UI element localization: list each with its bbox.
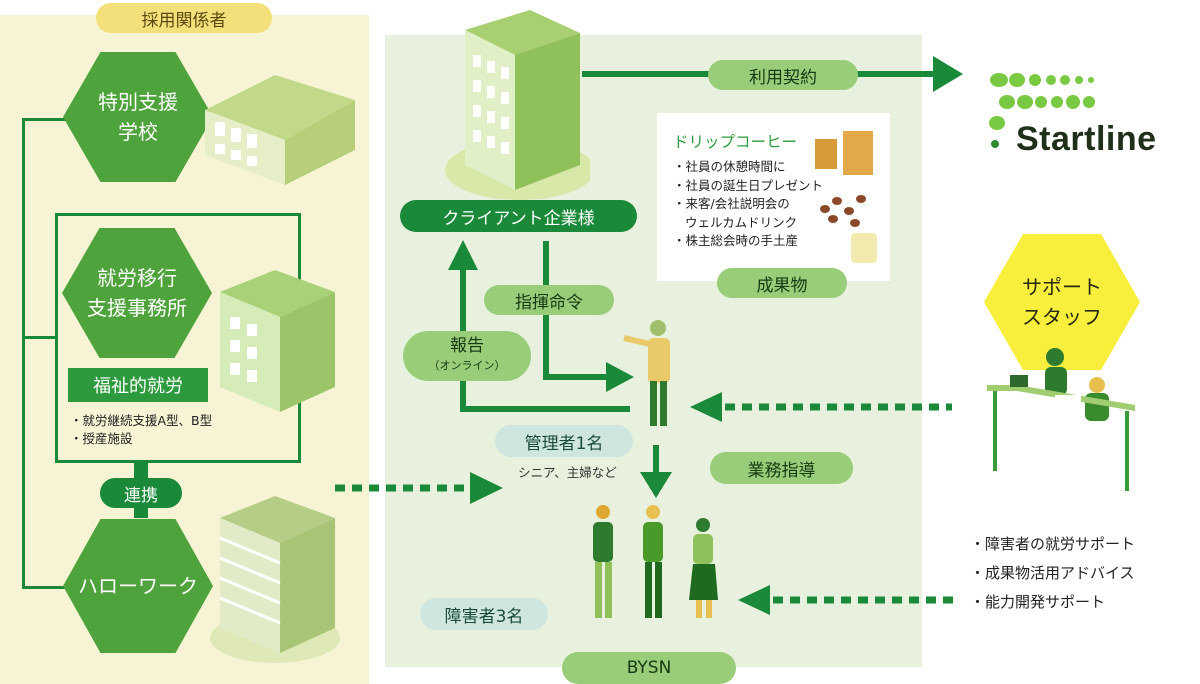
dotted-arrow-cooperation <box>335 472 503 504</box>
bysn-label: BYSN <box>562 652 736 684</box>
guidance-label: 業務指導 <box>710 452 853 484</box>
hellowork-label: ハローワーク <box>78 574 198 598</box>
coffee-products-illustration <box>815 131 877 263</box>
support-staff-desk-illustration <box>987 348 1135 491</box>
dotted-arrow-to-workers <box>738 585 955 615</box>
cooperation-label: 連携 <box>100 478 182 508</box>
guidance-arrow-line <box>653 445 659 475</box>
left-connector-line <box>22 118 25 588</box>
coffee-bullet-5: ・株主総会時の手土産 <box>673 233 799 248</box>
welfare-bullet-2: ・授産施設 <box>70 431 133 446</box>
manager-sublabel: シニア、主婦など <box>518 465 617 480</box>
school-building-illustration <box>205 75 355 185</box>
command-arrowhead <box>606 362 634 392</box>
command-label: 指揮命令 <box>484 285 614 315</box>
dotted-arrow-to-manager <box>690 392 952 422</box>
command-arrow-horizontal <box>543 374 608 380</box>
connector-office <box>22 336 56 339</box>
coffee-bullet-1: ・社員の休憩時間に <box>673 159 786 174</box>
hellowork-building-illustration <box>210 496 340 663</box>
manager-label: 管理者1名 <box>495 425 633 457</box>
coffee-bullet-4: ウェルカムドリンク <box>685 214 798 230</box>
welfare-bullet-1: ・就労継続支援A型、B型 <box>70 413 213 428</box>
contract-label: 利用契約 <box>708 60 858 90</box>
welfare-label: 福祉的就労 <box>68 368 208 402</box>
special-school-label-1: 特別支援 <box>98 90 178 114</box>
client-label: クライアント企業様 <box>400 200 637 232</box>
report-arrowhead <box>448 240 478 270</box>
client-building-illustration <box>445 10 590 200</box>
report-label: 報告 <box>450 336 484 356</box>
coffee-title: ドリップコーヒー <box>673 133 798 151</box>
transition-office-label-2: 支援事務所 <box>87 296 187 320</box>
deliverable-label: 成果物 <box>717 268 847 298</box>
startline-logo-dots <box>989 73 1095 148</box>
report-arrow-horizontal <box>460 406 630 412</box>
coffee-bullet-2: ・社員の誕生日プレゼント <box>673 177 824 193</box>
support-bullet-2: ・成果物活用アドバイス <box>970 564 1135 582</box>
connector-school <box>22 118 67 121</box>
support-bullet-3: ・能力開発サポート <box>970 593 1106 611</box>
connector-hellowork <box>22 586 67 589</box>
transition-office-label-1: 就労移行 <box>97 266 177 290</box>
special-school-label-2: 学校 <box>118 120 158 144</box>
office-building-illustration <box>220 270 335 412</box>
support-bullets: ・障害者の就労サポート ・成果物活用アドバイス ・能力開発サポート <box>970 530 1135 617</box>
manager-figure <box>623 320 670 426</box>
recruiting-header: 採用関係者 <box>96 3 272 33</box>
startline-logo-text: Startline <box>1016 120 1157 158</box>
contract-arrowhead <box>933 56 963 92</box>
support-bullet-1: ・障害者の就労サポート <box>970 535 1136 553</box>
coffee-bullet-3: ・来客/会社説明会の <box>673 196 790 211</box>
report-label-pill: 報告 （オンライン） <box>403 331 531 381</box>
support-staff-label-1: サポート <box>1022 275 1102 299</box>
disabled-workers-figures <box>593 505 718 618</box>
coffee-bullets: ・社員の休憩時間に ・社員の誕生日プレゼント ・来客/会社説明会の ウェルカムド… <box>673 158 823 251</box>
support-staff-label-2: スタッフ <box>1022 305 1102 329</box>
guidance-arrowhead <box>640 472 672 498</box>
disabled-label: 障害者3名 <box>420 598 548 630</box>
coffee-card: ドリップコーヒー ・社員の休憩時間に ・社員の誕生日プレゼント ・来客/会社説明… <box>657 113 890 281</box>
welfare-bullets: ・就労継続支援A型、B型 ・授産施設 <box>70 412 212 448</box>
report-sublabel: （オンライン） <box>428 359 506 372</box>
